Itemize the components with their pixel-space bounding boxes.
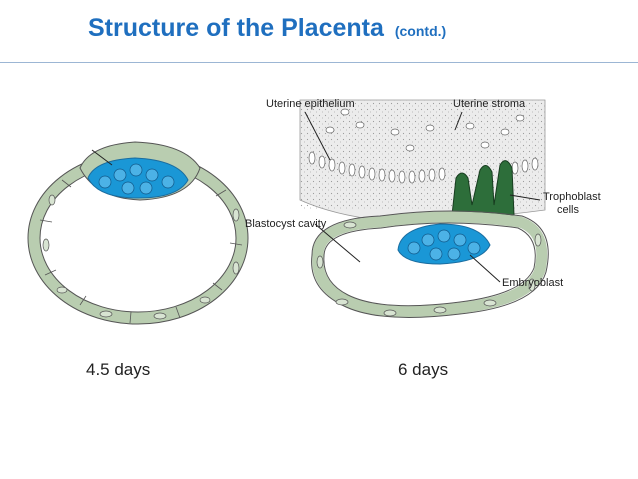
uterine-epithelium-cells	[308, 108, 539, 184]
slide-title: Structure of the Placenta (contd.)	[88, 14, 446, 43]
embryoblast-cells	[397, 223, 491, 265]
caption-6-days: 6 days	[398, 360, 449, 379]
caption-4-5-days: 4.5 days	[86, 360, 151, 379]
label-uterine-epithelium: Uterine epithelium	[266, 98, 355, 110]
label-embryoblast: Embryoblast	[502, 277, 563, 289]
label-trophoblast-cells: cells	[557, 204, 580, 216]
label-uterine-stroma: Uterine stroma	[453, 98, 526, 110]
label-trophoblast: Trophoblast	[543, 191, 601, 203]
blastocyst-6-days: Uterine epithelium Uterine stroma Tropho…	[245, 98, 601, 318]
title-main: Structure of the Placenta	[88, 14, 384, 42]
trophoblast-wall-right	[312, 211, 548, 318]
blastocyst-4-5-days	[27, 141, 249, 325]
invading-trophoblast	[451, 160, 515, 216]
label-blastocyst-cavity: Blastocyst cavity	[245, 218, 327, 230]
title-divider	[0, 62, 638, 63]
title-sub: (contd.)	[394, 23, 447, 39]
